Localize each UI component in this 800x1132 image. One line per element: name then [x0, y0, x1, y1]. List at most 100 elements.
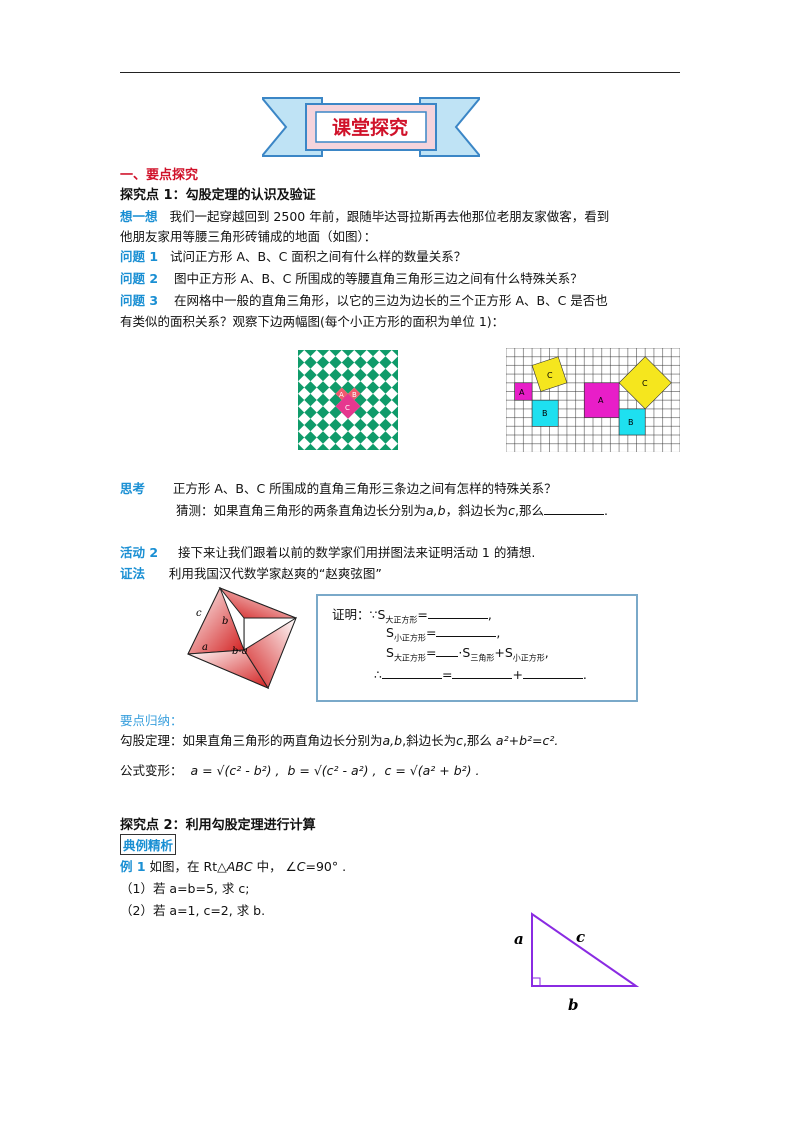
question-3: 问题 3 在网格中一般的直角三角形，以它的三边为边长的三个正方形 A、B、C 是…: [120, 290, 608, 309]
point2-title: 探究点 2：利用勾股定理进行计算: [120, 818, 316, 833]
q3-text1: 在网格中一般的直角三角形，以它的三边为边长的三个正方形 A、B、C 是否也: [173, 293, 608, 308]
guess-vars: a,b: [426, 503, 446, 518]
proof-l3-sub: 大正方形: [393, 653, 426, 663]
example1-end: =90° .: [305, 859, 347, 874]
theorem-vars: a,b: [382, 733, 403, 748]
theorem-end: ,那么: [462, 733, 492, 748]
variant-b: b = √(c² - a²) ,: [287, 763, 377, 778]
variant-a: a = √(c² - b²) ,: [190, 763, 280, 778]
example1-mid: 中， ∠: [252, 859, 297, 874]
summary-label: 要点归纳：: [120, 713, 183, 728]
zhao-label-a: a: [202, 642, 208, 653]
guess-blank: [543, 502, 604, 515]
example-tag: 典例精析: [120, 834, 177, 855]
q1-label: 问题 1: [120, 249, 159, 264]
section-heading: 一、要点探究: [120, 168, 199, 183]
proof-l2-pre: S: [386, 625, 394, 640]
proof-method-label: 证法: [120, 566, 146, 581]
triangle-label-b: b: [568, 996, 579, 1014]
q3-text2: 有类似的面积关系？观察下边两幅图(每个小正方形的面积为单位 1)：: [120, 314, 505, 329]
guess-end: ,那么: [514, 503, 544, 518]
grid-label-b2: B: [628, 418, 634, 427]
variants-line: 公式变形： a = √(c² - b²) , b = √(c² - a²) , …: [120, 760, 479, 779]
proof-l3-pre: S: [386, 645, 394, 660]
question-2: 问题 2 图中正方形 A、B、C 所围成的等腰直角三角形三边之间有什么特殊关系？: [120, 268, 583, 287]
point1-title: 探究点 1：勾股定理的认识及验证: [120, 188, 316, 203]
example1-label: 例 1: [120, 859, 146, 874]
q2-text: 图中正方形 A、B、C 所围成的等腰直角三角形三边之间有什么特殊关系？: [173, 271, 583, 286]
example1-abc: ABC: [226, 859, 253, 874]
top-rule: [120, 72, 680, 73]
guess-mid: ，斜边长为: [445, 503, 509, 518]
think-line1: 想一想 我们一起穿越回到 2500 年前，跟随毕达哥拉斯再去他那位老朋友家做客，…: [120, 206, 609, 225]
q1-text: 试问正方形 A、B、C 面积之间有什么样的数量关系？: [169, 249, 467, 264]
example1-line: 例 1 如图，在 Rt△ABC 中， ∠C=90° .: [120, 856, 346, 875]
proof-l3-sub2: 三角形: [470, 653, 495, 663]
grid-label-a1: A: [519, 388, 525, 397]
think-label: 想一想: [120, 209, 158, 224]
proof-box: 证明：∵S大正方形=, S小正方形=, S大正方形=·S三角形+S小正方形, ∴…: [316, 594, 638, 702]
proof-l3-mid: ·S: [458, 645, 471, 660]
zhao-label-b: b: [222, 616, 228, 627]
variant-c: c = √(a² + b²) .: [384, 763, 480, 778]
proof-method-text: 利用我国汉代数学家赵爽的“赵爽弦图”: [168, 566, 382, 581]
consider-line: 思考 正方形 A、B、C 所围成的直角三角形三条边之间有怎样的特殊关系？: [120, 478, 557, 497]
zhao-label-ba: b-a: [232, 646, 248, 657]
triangle-label-c: c: [576, 928, 585, 946]
grid-label-c1: C: [547, 371, 553, 380]
proof-l4-pre: ∴: [374, 667, 382, 682]
proof-line-4: ∴=+.: [374, 666, 587, 682]
consider-label: 思考: [120, 481, 146, 496]
proof-l1-pre: 证明：∵S: [332, 607, 386, 622]
example1-pre: 如图，在 Rt△: [149, 859, 227, 874]
tiling-label-b: B: [352, 391, 357, 399]
banner-ribbon: [262, 97, 480, 157]
proof-line-2: S小正方形=,: [386, 624, 501, 643]
guess-text: 猜测：如果直角三角形的两条直角边长分别为: [176, 503, 427, 518]
proof-l3-sub3: 小正方形: [512, 653, 545, 663]
proof-l2-sub: 小正方形: [393, 633, 426, 643]
blank: [452, 666, 513, 679]
zhao-label-c: c: [196, 608, 202, 619]
activity2-text: 接下来让我们跟着以前的数学家们用拼图法来证明活动 1 的猜想.: [177, 545, 536, 560]
q2-label: 问题 2: [120, 271, 159, 286]
proof-l1-sub: 大正方形: [385, 615, 418, 625]
example1-c: C: [296, 859, 306, 874]
triangle-label-a: a: [514, 930, 524, 948]
tiling-label-a: A: [339, 391, 344, 399]
q3-label: 问题 3: [120, 293, 159, 308]
grid-figure: A B C A B C: [506, 348, 680, 452]
right-triangle-figure: a c b: [514, 912, 640, 1014]
blank: [436, 644, 459, 657]
theorem-mid: ,斜边长为: [402, 733, 457, 748]
blank: [436, 624, 497, 637]
tiling-figure: A B C: [298, 350, 398, 450]
theorem-c: c: [456, 733, 463, 748]
example1-part2: （2）若 a=1, c=2, 求 b.: [120, 903, 266, 918]
consider-text: 正方形 A、B、C 所围成的直角三角形三条边之间有怎样的特殊关系？: [172, 481, 557, 496]
grid-label-a2: A: [598, 396, 604, 405]
think-text1: 我们一起穿越回到 2500 年前，跟随毕达哥拉斯再去他那位老朋友家做客，看到: [169, 209, 610, 224]
grid-label-c2: C: [642, 379, 648, 388]
theorem-formula: a²+b²=c².: [495, 733, 559, 748]
activity2-label: 活动 2: [120, 545, 159, 560]
proof-l3-plus: +S: [494, 645, 513, 660]
blank: [381, 666, 442, 679]
question-1: 问题 1 试问正方形 A、B、C 面积之间有什么样的数量关系？: [120, 246, 466, 265]
example1-part1: （1）若 a=b=5, 求 c;: [120, 881, 250, 896]
blank: [522, 666, 583, 679]
guess-c: c: [508, 503, 515, 518]
think-text2: 他朋友家用等腰三角形砖铺成的地面（如图）：: [120, 229, 377, 244]
guess-line: 猜测：如果直角三角形的两条直角边长分别为a,b，斜边长为c,那么.: [176, 502, 608, 518]
activity2-line: 活动 2 接下来让我们跟着以前的数学家们用拼图法来证明活动 1 的猜想.: [120, 542, 535, 561]
banner-title: 课堂探究: [331, 117, 408, 139]
proof-method-line: 证法 利用我国汉代数学家赵爽的“赵爽弦图”: [120, 563, 382, 582]
theorem-line: 勾股定理：如果直角三角形的两直角边长分别为a,b,斜边长为c,那么 a²+b²=…: [120, 730, 558, 749]
zhao-shuang-diagram: c b a b-a: [187, 586, 298, 690]
tiling-label-c: C: [345, 404, 350, 412]
proof-line-3: S大正方形=·S三角形+S小正方形,: [386, 644, 549, 663]
variants-label: 公式变形：: [120, 763, 183, 778]
grid-label-b1: B: [542, 409, 548, 418]
blank: [427, 606, 488, 619]
theorem-text: 勾股定理：如果直角三角形的两直角边长分别为: [120, 733, 383, 748]
